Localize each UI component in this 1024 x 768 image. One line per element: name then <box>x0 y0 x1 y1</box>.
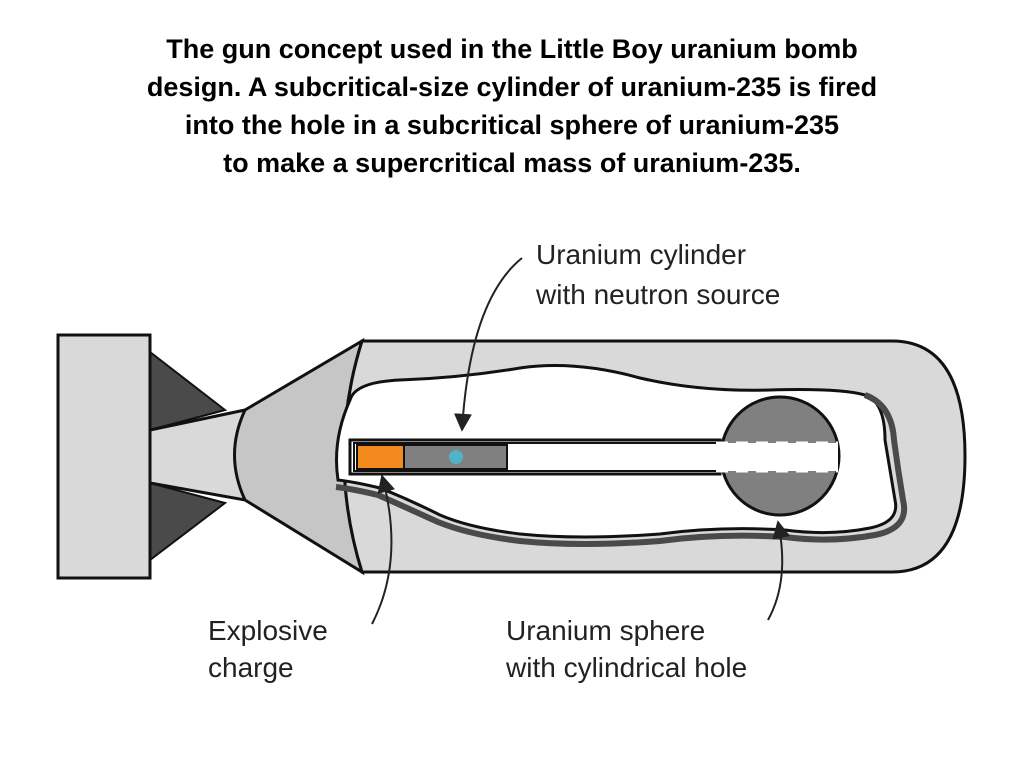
explosive-label-line-1: Explosive <box>208 615 328 646</box>
sphere-label-line-1: Uranium sphere <box>506 615 705 646</box>
explosive-label-line-2: charge <box>208 652 294 683</box>
caption-line-3: into the hole in a subcritical sphere of… <box>184 110 840 140</box>
figure-caption: The gun concept used in the Little Boy u… <box>40 30 984 182</box>
cylinder-leader-arrow <box>454 257 523 432</box>
neutron-source <box>449 450 463 464</box>
sphere-leader-arrow <box>767 520 791 621</box>
explosive-leader-arrow <box>371 474 395 625</box>
cavity-wall-thickness <box>335 392 908 547</box>
caption-line-2: design. A subcritical-size cylinder of u… <box>146 72 878 102</box>
tail-box <box>56 333 152 580</box>
caption-line-4: to make a supercritical mass of uranium-… <box>223 148 801 178</box>
explosive-charge <box>356 444 405 470</box>
sphere-label-line-2: with cylindrical hole <box>505 652 747 683</box>
cylinder-label-line-2: with neutron source <box>535 279 780 310</box>
sphere-hole <box>716 443 838 471</box>
cylinder-label-line-1: Uranium cylinder <box>536 239 746 270</box>
caption-line-1: The gun concept used in the Little Boy u… <box>166 34 858 64</box>
